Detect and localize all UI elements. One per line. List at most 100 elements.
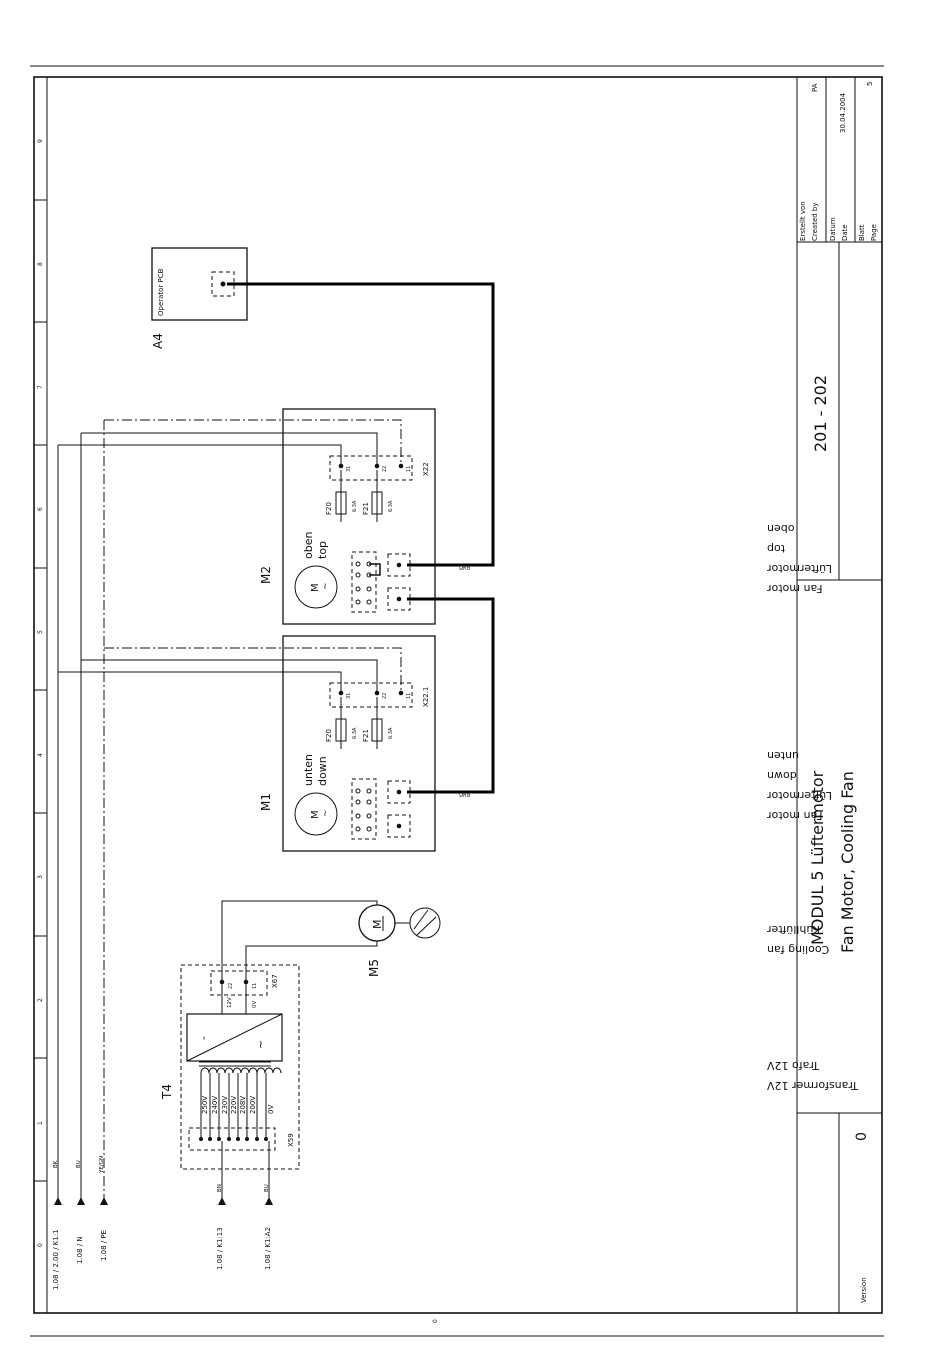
m2-motor-tilde: ~ <box>321 582 331 590</box>
operator-pcb-a4: Operator PCB A4 <box>151 247 248 349</box>
tap-220v: 220V <box>230 1096 238 1114</box>
desc-top-1: oben <box>767 522 794 535</box>
wire-bk: BK <box>53 1160 59 1168</box>
wire-bu: BU <box>76 1160 82 1168</box>
date-de: Datum <box>829 217 837 241</box>
desc-down-3: Lüftermotor <box>767 789 832 802</box>
m1-fuse-f20: F20 <box>325 729 333 742</box>
m2-motor-symbol <box>294 565 338 609</box>
conn-k1-a2: 1.08 / K1:A2 <box>264 1227 272 1270</box>
drawing-number: 201 - 202 <box>811 375 830 452</box>
fan-blade-symbol <box>409 907 441 939</box>
conn-k1-13: 1.08 / K1:13 <box>216 1227 224 1270</box>
title-block: Erstellt von Created by PA Datum Date 30… <box>796 77 882 1313</box>
page-value: 5 <box>866 82 874 86</box>
tap-200v: 200V <box>249 1096 257 1114</box>
desc-trafo-2: Transformer 12V <box>767 1079 859 1092</box>
created-by-en: Created by <box>811 202 819 241</box>
x59-connector: X59 <box>287 1133 295 1147</box>
x67-connector: X67 <box>271 974 279 988</box>
page-en: Page <box>870 224 878 241</box>
desc-cooling-1: Kühllüfter <box>767 923 820 936</box>
m2-ref: M2 <box>259 566 273 584</box>
desc-down-4: Fan motor <box>767 809 823 822</box>
m1-motor-tilde: ~ <box>321 809 331 817</box>
date-value: 30.04.2004 <box>839 92 847 133</box>
transformer-t4: T4 22 11 X67 12V 0V - ~ 250V 240V 230V 2… <box>160 964 300 1270</box>
tap-240v: 240V <box>211 1096 219 1114</box>
title-de: MODUL 5 Lüftermotor <box>808 770 827 945</box>
ruler-column: 0 1 2 3 4 5 6 7 8 9 <box>34 139 47 1247</box>
m1-term-31: 31 <box>346 693 352 699</box>
version-value: 0 <box>854 1132 870 1141</box>
desc-top-2: top <box>767 542 785 555</box>
m2-fuse-f21: F21 <box>362 502 370 515</box>
m2-label-en: top <box>316 541 329 559</box>
m1-fuse-f21: F21 <box>362 729 370 742</box>
x67-pin-22: 22 <box>228 983 234 989</box>
ruler-8: 8 <box>37 262 44 266</box>
ruler-1: 1 <box>37 1121 44 1125</box>
m1-connector: X22.1 <box>422 687 430 707</box>
wire-bu-2: BU <box>264 1184 270 1192</box>
desc-top-4: Fan motor <box>767 582 823 595</box>
ruler-2: 2 <box>37 998 44 1002</box>
m1-fuse-rating-2: 6.3A <box>388 727 394 739</box>
a4-name: Operator PCB <box>157 268 165 316</box>
tap-0v: 0V <box>267 1105 275 1114</box>
m2-fuse-rating-1: 6.3A <box>352 500 358 512</box>
fan-module-m2: M2 oben top M ~ 31 22 11 X22 F20 F21 6.3… <box>259 408 470 625</box>
cooling-fan-m5: M M5 <box>221 900 441 985</box>
ruler-3: 3 <box>37 875 44 879</box>
created-by-de: Erstellt von <box>799 201 807 241</box>
tap-208v: 208V <box>239 1096 247 1114</box>
tap-250v: 250V <box>201 1096 209 1114</box>
date-en: Date <box>841 224 849 241</box>
desc-cooling-2: Cooling fan <box>767 943 829 956</box>
a4-ref: A4 <box>151 333 165 349</box>
m2-term-31: 31 <box>346 466 352 472</box>
desc-trafo-1: Trafo 12V <box>767 1059 820 1072</box>
out-0v: 0V <box>252 1001 258 1008</box>
ruler-5: 5 <box>37 630 44 634</box>
m1-motor-symbol <box>294 792 338 836</box>
page-de: Blatt <box>858 224 866 241</box>
desc-down-1: unten <box>767 749 799 762</box>
m1-motor-letter: M <box>310 810 321 819</box>
t4-dash: - <box>197 1036 210 1040</box>
conn-pe: 1.08 / PE <box>100 1230 108 1261</box>
x67-pin-11: 11 <box>252 983 258 989</box>
descriptions: oben top Lüftermotor Fan motor unten dow… <box>767 522 859 1092</box>
desc-top-3: Lüftermotor <box>767 562 832 575</box>
ruler-6: 6 <box>37 507 44 511</box>
m5-ref: M5 <box>367 959 381 977</box>
m2-motor-letter: M <box>310 583 321 592</box>
conn-k1: 1.08 / 2.00 / K1:1 <box>52 1229 60 1290</box>
m1-term-11: 11 <box>406 693 412 699</box>
m1-plug: RJ45 <box>459 791 470 797</box>
m2-fuse-rating-2: 6.3A <box>388 500 394 512</box>
m2-label-de: oben <box>302 532 315 559</box>
desc-down-2: down <box>767 769 797 782</box>
t4-tilde: ~ <box>254 1040 267 1049</box>
ruler-9: 9 <box>37 139 44 143</box>
supply-bus: BK BU YE/GN 1.08 / 2.00 / K1:1 1.08 / N … <box>52 419 402 1290</box>
title-en: Fan Motor, Cooling Fan <box>838 771 857 953</box>
out-12v: 12V <box>227 997 233 1008</box>
conn-n: 1.08 / N <box>76 1236 84 1264</box>
version-label: Version <box>860 1277 868 1303</box>
ruler-0: 0 <box>37 1243 44 1247</box>
m1-term-22: 22 <box>382 693 388 699</box>
created-by-value: PA <box>811 83 819 92</box>
wire-bn: BN <box>217 1184 223 1192</box>
fan-module-m1: M1 unten down M ~ 31 22 11 X22.1 F20 F21… <box>259 635 470 852</box>
drawing-frame <box>33 76 883 1314</box>
cable-m2-to-m1 <box>407 597 495 794</box>
m1-label-en: down <box>316 756 329 786</box>
t4-ref: T4 <box>160 1084 174 1100</box>
m1-ref: M1 <box>259 793 273 811</box>
wire-yegn: YE/GN <box>99 1156 105 1174</box>
m2-fuse-f20: F20 <box>325 502 333 515</box>
m1-label-de: unten <box>302 754 315 786</box>
